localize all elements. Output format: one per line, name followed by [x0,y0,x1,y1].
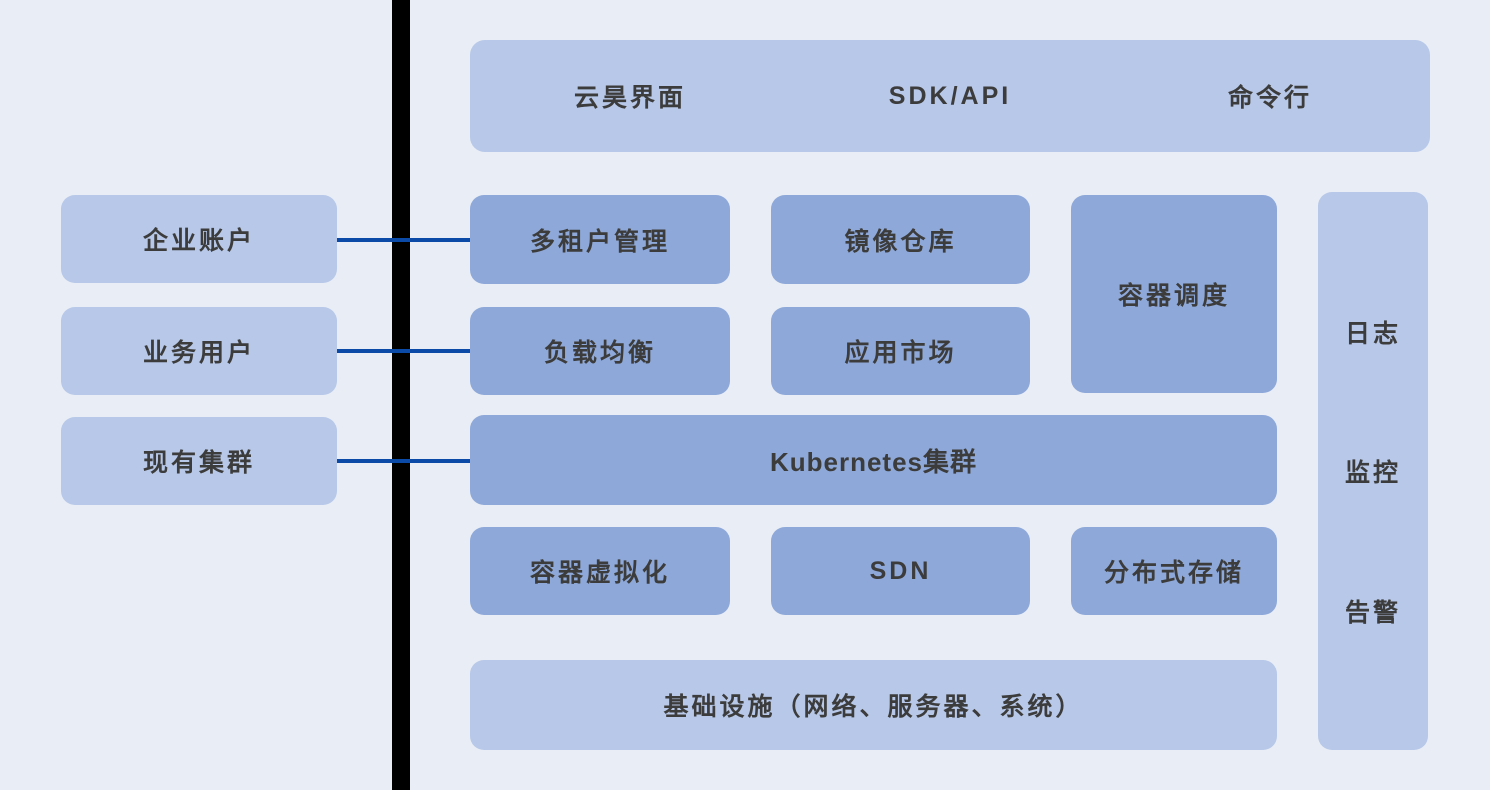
node-sdn: SDN [771,527,1030,615]
left-box-enterprise-account: 企业账户 [61,195,337,283]
node-app-marketplace: 应用市场 [771,307,1030,395]
node-distributed-storage: 分布式存储 [1071,527,1277,615]
node-label: 镜像仓库 [844,227,957,256]
node-label: 容器虚拟化 [529,559,670,587]
node-label: SDN [869,556,932,585]
node-label: 应用市场 [844,339,957,367]
access-item-console: 云昊界面 [573,84,686,112]
node-image-registry: 镜像仓库 [771,195,1030,284]
node-kubernetes-cluster: Kubernetes集群 [470,415,1277,505]
node-label: Kubernetes集群 [769,446,978,477]
node-container-scheduling: 容器调度 [1071,195,1277,393]
access-item-cli: 命令行 [1227,84,1312,112]
node-label: 容器调度 [1117,282,1230,310]
left-box-business-users: 业务用户 [61,307,337,395]
sidebar-item-logs: 日志 [1344,319,1401,348]
connector-line-existing-clusters [337,459,470,463]
connector-line-enterprise-account [337,238,470,242]
ops-sidebar-bar: 日志 监控 告警 [1318,192,1428,750]
node-label: 负载均衡 [543,339,656,367]
left-box-label: 企业账户 [142,227,255,255]
node-infrastructure: 基础设施（网络、服务器、系统） [470,660,1277,750]
sidebar-item-alerts: 告警 [1344,598,1401,627]
access-layer-bar: 云昊界面 SDK/API 命令行 [470,40,1430,152]
vertical-divider-bar [392,0,410,790]
access-item-sdk-api: SDK/API [888,81,1012,110]
connector-line-business-users [337,349,470,353]
left-box-label: 业务用户 [142,339,255,367]
left-box-label: 现有集群 [142,449,255,477]
left-box-existing-clusters: 现有集群 [61,417,337,505]
node-load-balancing: 负载均衡 [470,307,730,395]
node-multi-tenant-management: 多租户管理 [470,195,730,284]
sidebar-item-monitoring: 监控 [1344,459,1401,487]
node-label: 基础设施（网络、服务器、系统） [663,693,1084,721]
node-label: 多租户管理 [529,227,670,256]
node-container-virtualization: 容器虚拟化 [470,527,730,615]
node-label: 分布式存储 [1103,559,1244,587]
